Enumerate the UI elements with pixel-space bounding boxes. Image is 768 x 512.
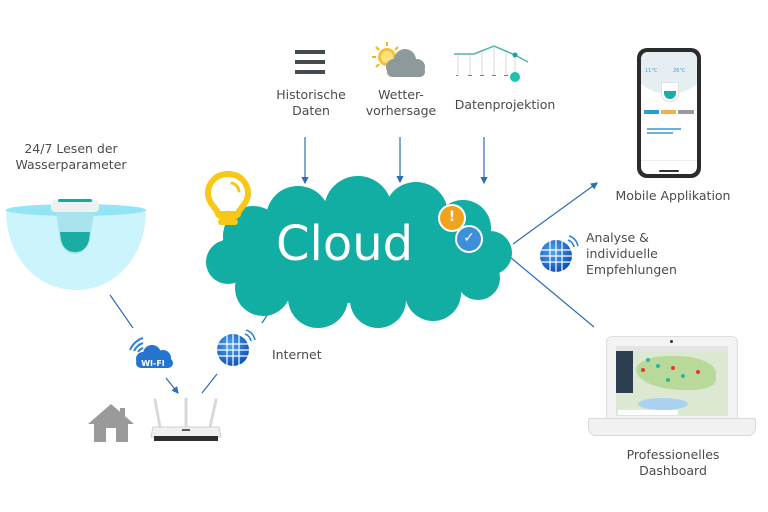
list-icon [295, 50, 325, 74]
router-icon [150, 397, 222, 441]
dashboard-label: Professionelles Dashboard [626, 447, 720, 478]
historical-data-label: Historische Daten [276, 87, 346, 118]
phone-status-bar-gray [678, 110, 694, 114]
map-pin [641, 368, 645, 372]
map-pin [646, 358, 650, 362]
globe-icon [217, 329, 256, 366]
line-sensor-to-wifi [109, 294, 134, 329]
house-icon [88, 404, 134, 442]
sensor-label: 24/7 Lesen der Wasserparameter [15, 141, 127, 172]
map-sea [638, 398, 688, 410]
phone-screen: 11°C 26°C [641, 52, 697, 174]
analysis-label: Analyse & individuelle Empfehlungen [586, 230, 677, 277]
map-pin [696, 370, 700, 374]
phone-temp-left: 11°C [645, 68, 658, 74]
laptop-icon [606, 336, 738, 420]
weather-icon [372, 42, 425, 77]
internet-label: Internet [272, 347, 322, 362]
cloud-label: Cloud [276, 216, 414, 272]
phone-tab-bar [641, 160, 697, 161]
analysis-globe-icon [540, 235, 579, 272]
pool-sensor-icon [6, 199, 146, 290]
phone-home-indicator [659, 170, 679, 172]
map-pin [671, 366, 675, 370]
cloud-node: Cloud ! ✓ [198, 176, 518, 328]
map-pin [666, 378, 670, 382]
phone-text-lines [647, 128, 681, 130]
chart-projection-icon [454, 45, 529, 82]
phone-sensor-image [661, 82, 679, 102]
arrow-wifi-to-router [165, 377, 179, 394]
line-cloud-to-dashboard [509, 256, 595, 328]
lightbulb-icon [204, 170, 252, 225]
check-icon: ✓ [463, 230, 475, 246]
map-pin [681, 374, 685, 378]
line-cloud-to-mobile [512, 182, 598, 245]
laptop-screen [616, 346, 728, 416]
map-pin [656, 364, 660, 368]
wifi-cloud-icon: WI-FI [129, 337, 173, 368]
dashboard-sidebar [616, 351, 633, 393]
smartphone-icon: 11°C 26°C [637, 48, 701, 178]
phone-temp-right: 26°C [673, 68, 686, 74]
mobile-app-label: Mobile Applikation [615, 188, 731, 203]
laptop-base [588, 418, 756, 436]
phone-text-lines-2 [647, 132, 673, 134]
browser-bar [616, 346, 728, 351]
check-badge: ✓ [455, 225, 483, 253]
warning-icon: ! [448, 209, 456, 225]
phone-status-bar-blue [644, 110, 659, 114]
laptop-camera [670, 340, 673, 343]
wifi-text: WI-FI [141, 359, 165, 368]
data-projection-label: Datenprojektion [454, 97, 556, 112]
weather-forecast-label: Wetter- vorhersage [365, 87, 437, 118]
line-router-to-internet [201, 373, 218, 394]
dashboard-footer-bar [618, 410, 678, 415]
phone-status-bar-orange [661, 110, 676, 114]
